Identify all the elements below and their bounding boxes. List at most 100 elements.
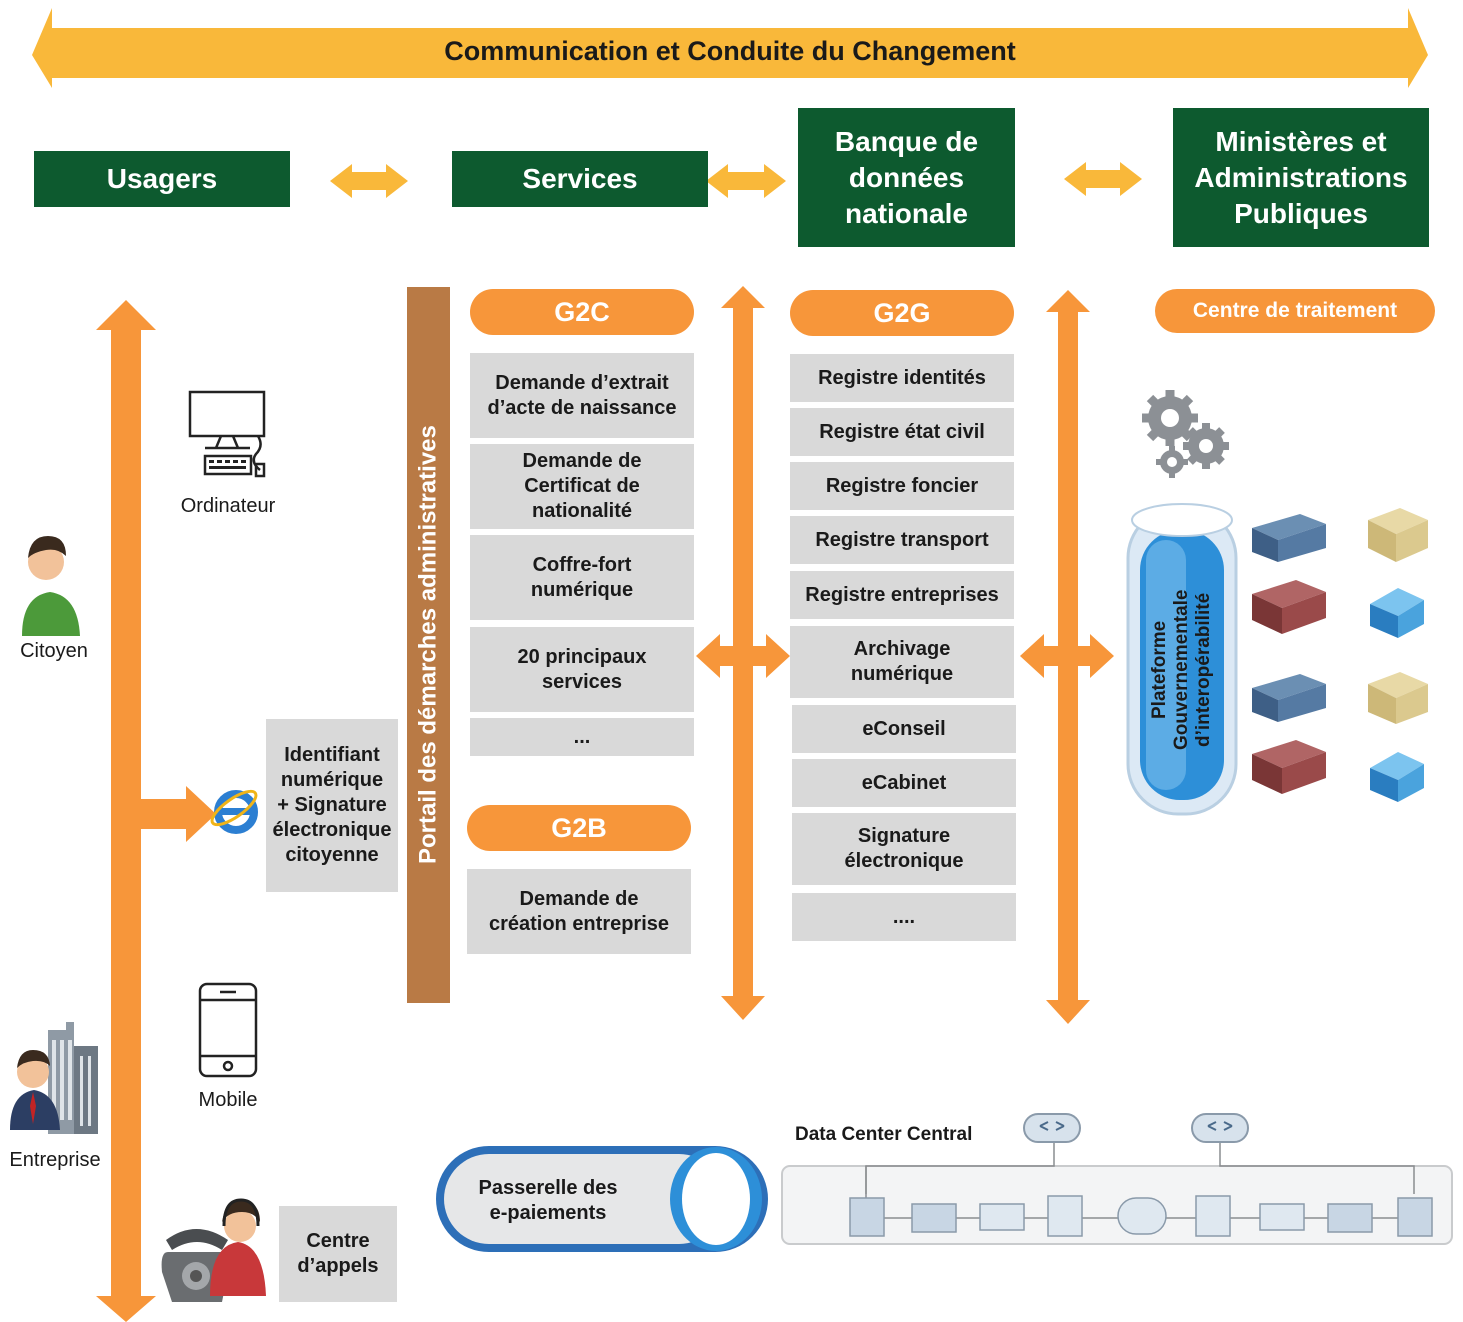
browser-icon (210, 789, 258, 834)
g2g-item-line: numérique (850, 663, 954, 685)
g2c-title: G2C (470, 289, 694, 335)
g2c-item-line: d’acte de naissance (487, 396, 677, 419)
building-icon-2 (1368, 508, 1428, 562)
arrow-banque-ministeres (1064, 162, 1142, 196)
portal-bar (407, 287, 450, 1003)
identifiant-line: citoyenne (285, 844, 379, 866)
payment-gateway-line: Passerelle des (478, 1177, 618, 1199)
branch-arrow-head (186, 786, 216, 842)
arrow-usagers-services (330, 164, 408, 198)
g2c-item: 20 principaux services (470, 627, 694, 712)
computer-icon (188, 390, 266, 478)
g2g-item: Registre foncier (790, 462, 1014, 510)
g2g-item-line: Registre foncier (825, 474, 979, 497)
header-banque-line1: Banque de (834, 125, 979, 157)
platform-label-line: Plateforme (1149, 620, 1170, 720)
header-services: Services (452, 151, 708, 207)
g2c-item-line: 20 principaux (517, 645, 647, 668)
header-banque: Banque de données nationale (798, 108, 1015, 247)
g2c-item-line: Certificat de (524, 475, 640, 497)
platform-label: Plateforme Gouvernementale d’interopérab… (1140, 540, 1224, 800)
building-icon-6 (1368, 672, 1428, 724)
g2b-title: G2B (467, 805, 691, 851)
g2g-item: Registre identités (790, 354, 1014, 402)
g2g-item: Registre état civil (790, 408, 1014, 456)
g2c-item: ... (470, 718, 694, 756)
mobile-icon (198, 982, 258, 1078)
g2c-item: Coffre-fort numérique (470, 535, 694, 620)
identifiant-line: numérique (280, 769, 384, 791)
g2g-item-line: eCabinet (861, 771, 947, 794)
g2g-item-line: Signature (857, 825, 951, 847)
building-icon-1 (1252, 514, 1326, 562)
g2g-item: Registre transport (790, 516, 1014, 564)
identifiant-line: Identifiant (284, 744, 380, 766)
g2g-item-line: électronique (844, 850, 964, 872)
g2g-item: .... (792, 893, 1016, 941)
label-ordinateur: Ordinateur (180, 495, 276, 517)
label-entreprise: Entreprise (9, 1149, 101, 1171)
banner-arrow (32, 8, 1428, 88)
left-vertical-arrow (96, 300, 156, 1322)
g2b-item-line: création entreprise (488, 912, 670, 935)
banner-title: Communication et Conduite du Changement (444, 36, 1016, 66)
payment-gateway-label: Passerelle des e-paiements (462, 1176, 634, 1226)
call-center-line: Centre (306, 1230, 370, 1252)
label-citoyen: Citoyen (20, 640, 88, 662)
g2g-item-line: Registre état civil (819, 420, 985, 443)
g2c-item-line: ... (573, 725, 591, 748)
g2g-item-line: .... (892, 905, 916, 928)
enterprise-icon (10, 1022, 98, 1134)
g2c-item-line: nationalité (531, 500, 632, 522)
g2g-item-line: Registre transport (815, 528, 989, 551)
g2b-item: Demande de création entreprise (467, 869, 691, 954)
platform-label-line: Gouvernementale (1171, 589, 1192, 751)
g2c-item: Demande d’extrait d’acte de naissance (470, 353, 694, 438)
platform-cylinder (1126, 503, 1238, 816)
identifiant-line: + Signature (277, 794, 387, 816)
building-icon-5 (1252, 674, 1326, 722)
payment-gateway-line: e-paiements (489, 1202, 607, 1224)
g2g-title: G2G (790, 290, 1014, 336)
building-icon-8 (1370, 752, 1424, 802)
identifiant-line: électronique (272, 819, 392, 841)
portal-label: Portail des démarches administratives (414, 425, 442, 865)
payment-gateway-cylinder (436, 1146, 768, 1252)
g2c-item-line: Demande d’extrait (495, 371, 669, 394)
header-banque-line2: données (848, 161, 965, 193)
header-banque-line3: nationale (845, 197, 968, 229)
building-icon-7 (1252, 740, 1326, 794)
g2g-item-line: eConseil (862, 717, 946, 740)
g2c-item-line: numérique (530, 578, 634, 601)
g2g-item: eConseil (792, 705, 1016, 753)
keyboard-keys (209, 460, 246, 469)
building-icon-4 (1370, 588, 1424, 638)
arrow-services-banque (706, 164, 786, 198)
header-ministeres: Ministères et Administrations Publiques (1173, 108, 1429, 247)
datacenter-label: Data Center Central (795, 1124, 973, 1145)
g2c-item-line: Coffre-fort (532, 553, 632, 576)
call-center-line: d’appels (297, 1255, 379, 1277)
g2g-item-line: Archivage (853, 638, 951, 660)
g2c-item-line: services (541, 670, 623, 693)
centre-title: Centre de traitement (1155, 289, 1435, 333)
label-mobile: Mobile (198, 1089, 258, 1111)
g2g-item: eCabinet (792, 759, 1016, 807)
g2c-item-line: Demande de (522, 450, 642, 472)
router-icon-1 (1023, 1113, 1081, 1143)
g2g-item-line: Registre identités (818, 366, 986, 389)
call-center-box: Centre d’appels (279, 1206, 397, 1302)
call-center-icon (161, 1198, 266, 1302)
identifiant-box: Identifiant numérique + Signature électr… (266, 719, 398, 892)
g2g-item: Signature électronique (792, 813, 1016, 885)
header-usagers: Usagers (34, 151, 290, 207)
branch-arrow-shaft (141, 799, 191, 829)
g2g-item-line: Registre entreprises (805, 583, 999, 606)
mid-horizontal-arrow-2 (1020, 634, 1114, 678)
platform-label-line: d’interopérabilité (1193, 592, 1214, 748)
g2b-item-line: Demande de (519, 887, 639, 910)
g2g-item: Archivage numérique (790, 626, 1014, 698)
g2g-item: Registre entreprises (790, 571, 1014, 619)
header-ministeres-line2: Administrations (1194, 161, 1408, 193)
